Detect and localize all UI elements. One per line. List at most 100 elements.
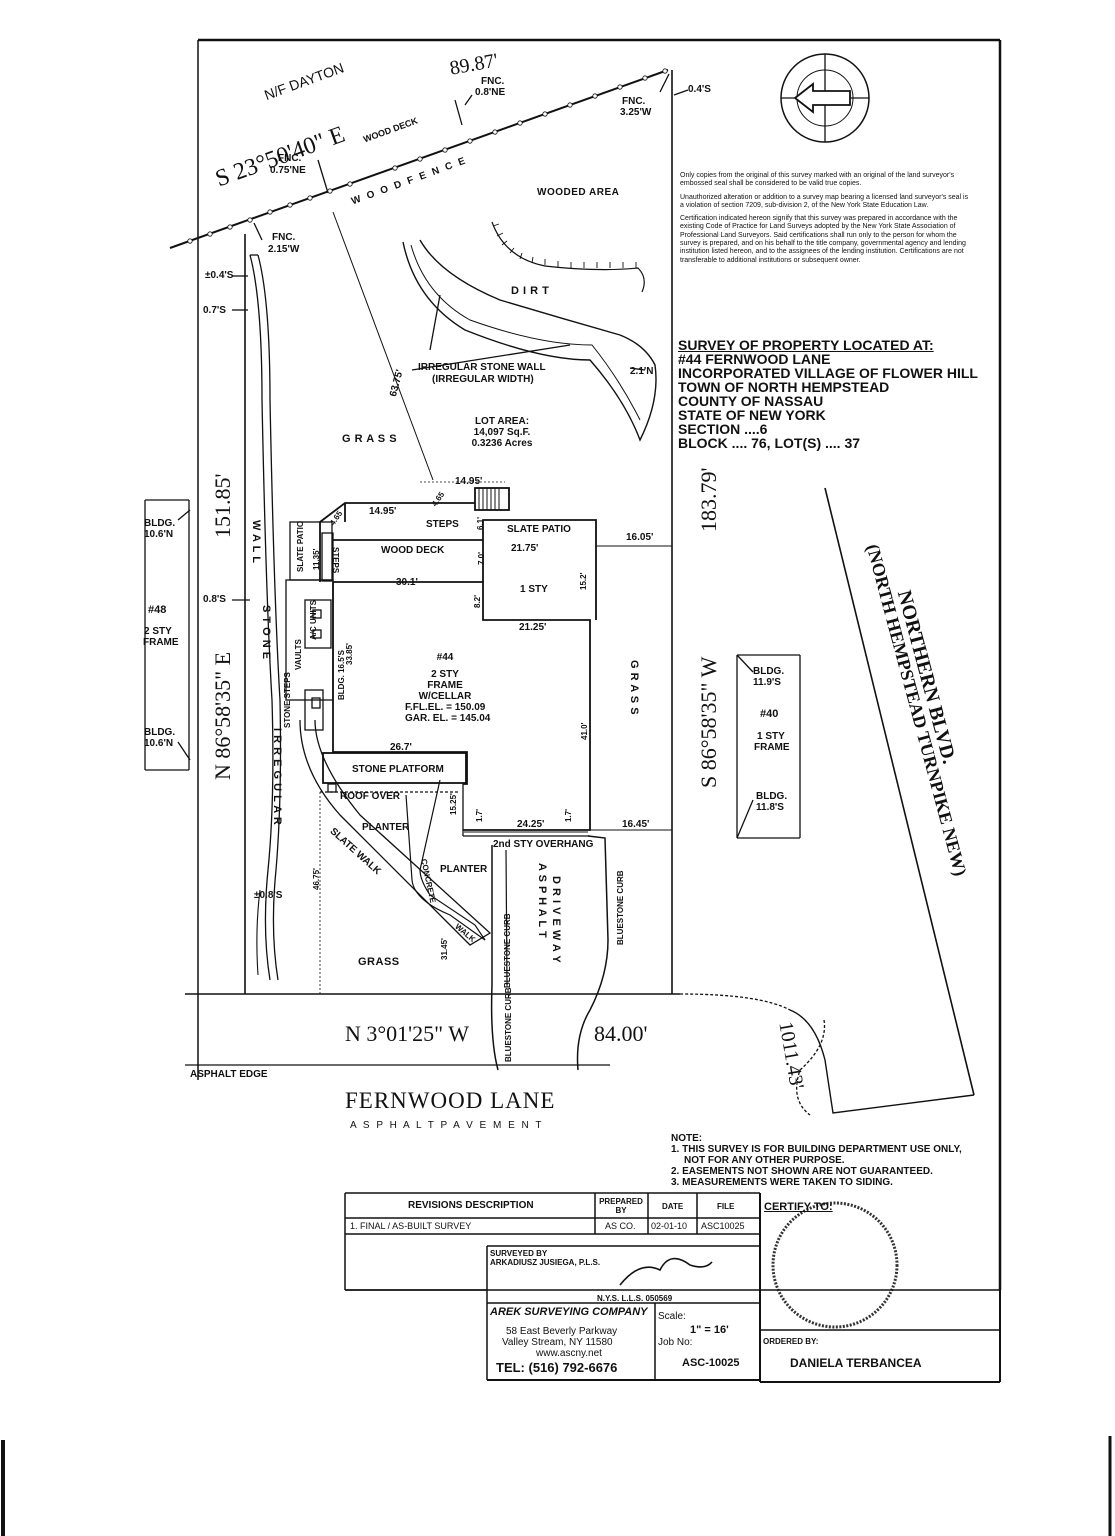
neighbor-40-stories: 1 STY [757, 731, 785, 742]
steps-side-label: STEPS [331, 547, 340, 574]
fnc-b-label: FNC. [622, 96, 646, 107]
bldg-40-bot-value: 11.8'S [756, 802, 784, 813]
dim-1-7-a: 1.7' [475, 808, 484, 822]
street-name: FERNWOOD LANE [345, 1088, 556, 1113]
planter-2-label: PLANTER [440, 864, 488, 875]
driveway-label: D R I V E W A Y [550, 876, 562, 964]
certify-to-label: CERTIFY TO: [764, 1201, 833, 1213]
distance-west: 151.85' [210, 473, 235, 538]
distance-south: 84.00' [594, 1021, 648, 1046]
neighbor-48-stories: 2 STY [144, 626, 172, 637]
date-header: DATE [662, 1202, 684, 1211]
house-construction: FRAME [427, 680, 463, 691]
wooded-edge [491, 221, 645, 293]
survey-title: SURVEY OF PROPERTY LOCATED AT: #44 FERNW… [678, 338, 978, 450]
notes-block: NOTE: 1. THIS SURVEY IS FOR BUILDING DEP… [671, 1133, 962, 1188]
file-header: FILE [717, 1202, 735, 1211]
survey-village: INCORPORATED VILLAGE OF FLOWER HILL [678, 365, 978, 381]
dim-31-45: 31.45' [440, 938, 449, 960]
bluestone-curb-left [490, 845, 499, 1071]
surveyor-seal [771, 1201, 899, 1329]
one-sty-label: 1 STY [520, 584, 548, 595]
dim-6-1: 6.1' [476, 516, 485, 530]
north-arrow-icon [793, 82, 851, 114]
grass-left-label: G R A S S [342, 433, 398, 445]
notice-paragraph-3: Certification indicated hereon signify t… [680, 215, 966, 264]
street-curve [679, 993, 791, 1011]
concrete-walk [405, 779, 486, 941]
vaults-label: VAULTS [294, 639, 303, 670]
job-number-label: Job No: [658, 1337, 693, 1348]
slate-walk [299, 719, 492, 946]
grass-right-label: G R A S S [628, 660, 640, 716]
bearing-east: S 86°58'35" W [696, 656, 721, 788]
dim-11-35: 11.35' [312, 548, 321, 570]
planter-1-label: PLANTER [362, 822, 410, 833]
survey-state: STATE OF NEW YORK [678, 407, 826, 423]
bldg-48-bot-value: 10.6'N [144, 738, 174, 749]
survey-section: SECTION ....6 [678, 421, 768, 437]
stone-wall-outer [402, 239, 657, 442]
bldg-48-top-label: BLDG. [144, 518, 176, 529]
stone-platform-label: STONE PLATFORM [352, 764, 444, 775]
ordered-by-label: ORDERED BY: [763, 1337, 819, 1346]
house-cellar: W/CELLAR [418, 691, 472, 702]
fnc-c-value: 0.75'NE [270, 165, 306, 176]
fnc-b-value: 3.25'W [620, 107, 652, 118]
stone-wall-inner [410, 244, 641, 421]
dim-16-05: 16.05' [626, 532, 654, 543]
revision-1-description: 1. FINAL / AS-BUILT SURVEY [350, 1221, 472, 1231]
survey-block-lot: BLOCK .... 76, LOT(S) .... 37 [678, 435, 861, 451]
bearing-west: N 86°58'35" E [210, 651, 235, 780]
asphalt-edge-label: ASPHALT EDGE [190, 1069, 268, 1080]
prepared-by-header: PREPARED BY [599, 1197, 643, 1215]
roof-over-label: ROOF OVER [340, 791, 401, 802]
compass-rose [780, 53, 870, 143]
bldg-48-top-value: 10.6'N [144, 529, 174, 540]
bldg-40-top-value: 11.9'S [753, 677, 781, 688]
house-44-label: #44 2 STY FRAME W/CELLAR F.FL.EL. = 150.… [405, 652, 490, 724]
company-name: AREK SURVEYING COMPANY [490, 1306, 648, 1318]
distance-east: 183.79' [696, 467, 721, 532]
neighbor-48-frame: FRAME [143, 637, 179, 648]
neighbor-40-number: #40 [760, 708, 779, 720]
surveyor-name: ARKADIUSZ JUSIEGA, P.L.S. [490, 1258, 601, 1267]
dim-26-7: 26.7' [390, 742, 412, 753]
offset-2-1-label: 2.1'N [630, 366, 654, 377]
dim-15-25: 15.25' [449, 793, 458, 815]
offset-08b: ±0.8'S [254, 890, 283, 901]
ne-corner-offset: 0.4'S [688, 84, 711, 95]
bldg-40-bot-label: BLDG. [756, 791, 788, 802]
bldg-40-top-label: BLDG. [753, 666, 785, 677]
overhang-label: 2nd STY OVERHANG [493, 839, 594, 850]
top-steps [478, 488, 500, 510]
ac-units-label: A/C UNITS [309, 600, 318, 640]
notes-title: NOTE: [671, 1133, 703, 1144]
revision-1-prepared-by: AS CO. [605, 1221, 636, 1231]
house-floor-elevation: F.FL.EL. = 150.09 [405, 702, 486, 713]
fnc-a-label: FNC. [481, 76, 505, 87]
house-stories: 2 STY [431, 669, 459, 680]
ordered-by-name: DANIELA TERBANCEA [790, 1356, 922, 1370]
grass-bottom-label: GRASS [358, 956, 400, 968]
notice-paragraph-2: Unauthorized alteration or addition to a… [680, 193, 969, 209]
survey-address: #44 FERNWOOD LANE [678, 351, 831, 367]
fnc-a-value: 0.8'NE [475, 87, 506, 98]
dim-14-95: 14.95' [369, 506, 397, 517]
fence-posts [187, 68, 668, 244]
dim-30-1: 30.1' [396, 577, 418, 588]
dim-7-0: 7.0' [477, 551, 486, 565]
stone-wall-label: IRREGULAR STONE WALL [418, 362, 546, 373]
fnc-d-label: FNC. [272, 232, 296, 243]
dim-16-45: 16.45' [622, 819, 650, 830]
slate-patio-label: SLATE PATIO [507, 524, 571, 535]
survey-heading: SURVEY OF PROPERTY LOCATED AT: [678, 337, 934, 353]
asphalt-pavement-label: A S P H A L T P A V E M E N T [350, 1120, 544, 1131]
dim-24-25: 24.25' [517, 819, 545, 830]
stone-wall-width-label: (IRREGULAR WIDTH) [432, 374, 534, 385]
stone-platform [322, 752, 467, 784]
note-3: 3. MEASUREMENTS WERE TAKEN TO SIDING. [671, 1177, 893, 1188]
dim-14-95-top: 14.95' [455, 476, 483, 487]
dim-8-2: 8.2' [473, 594, 482, 608]
company-phone: TEL: (516) 792-6676 [496, 1360, 618, 1375]
